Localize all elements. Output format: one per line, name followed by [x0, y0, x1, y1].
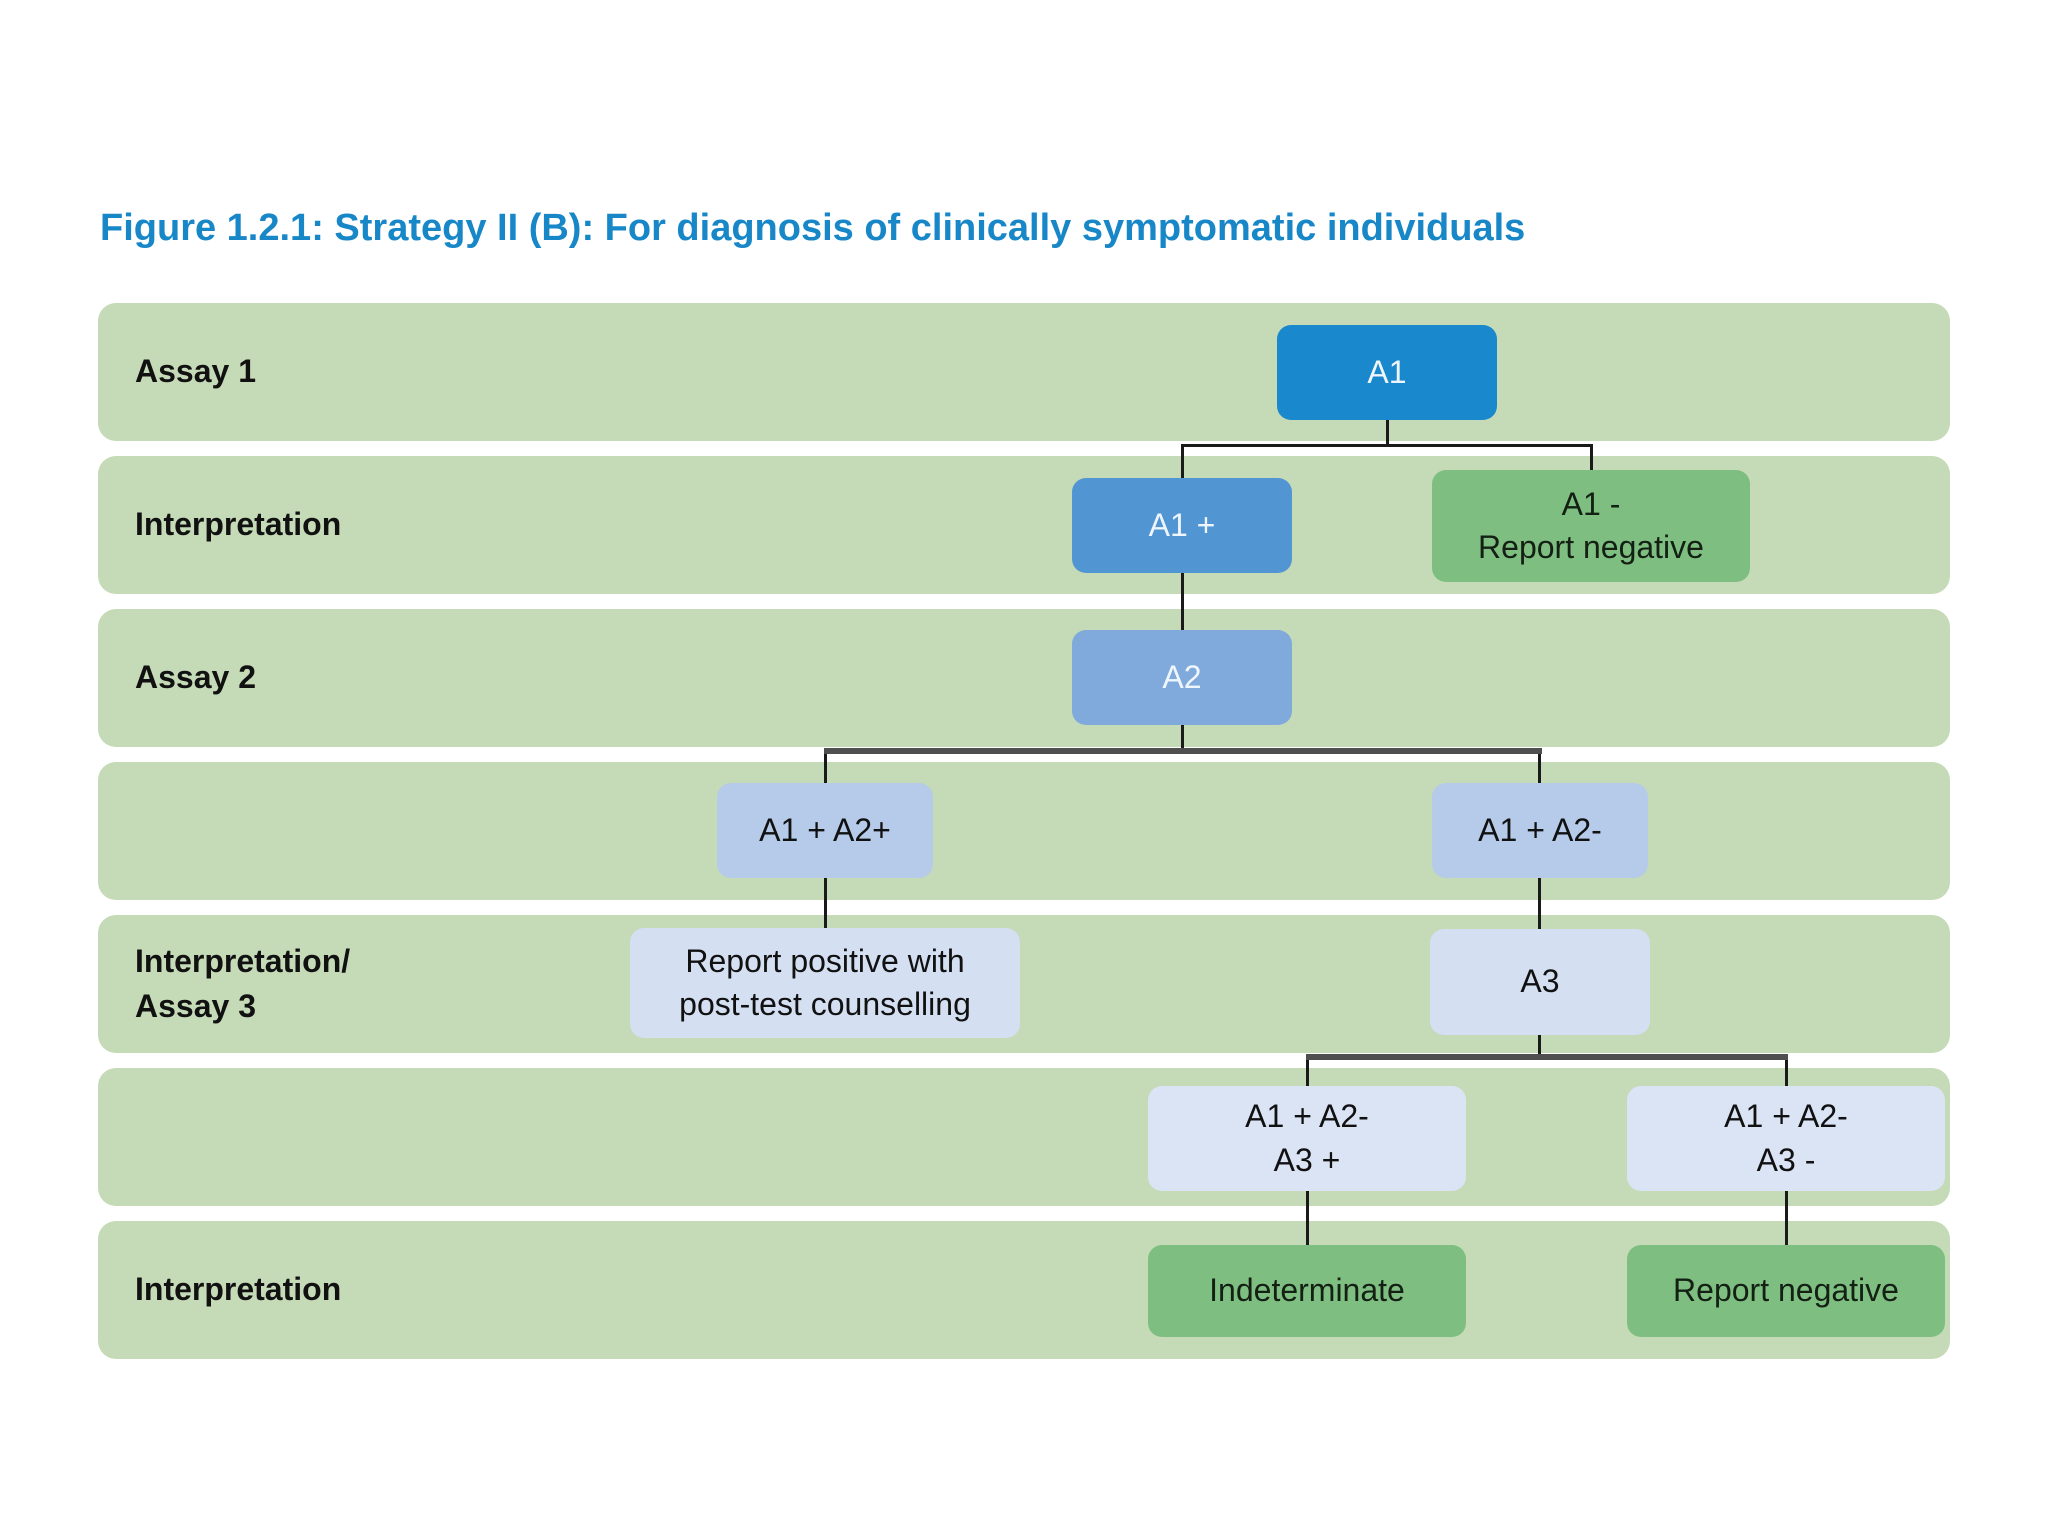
- node-a1-positive: A1 +: [1072, 478, 1292, 573]
- connector-a3-branch-bar: [1306, 1054, 1788, 1060]
- node-indeterminate: Indeterminate: [1148, 1245, 1466, 1337]
- row-label-text: Assay 2: [135, 659, 256, 696]
- connector-a2-stem: [1181, 725, 1184, 751]
- row-label-interpretation-2: Interpretation: [135, 1221, 341, 1359]
- connector-to-report-positive: [824, 878, 827, 928]
- row-label-text: Interpretation: [135, 1271, 342, 1308]
- connector-a1-branch-bar: [1181, 444, 1592, 447]
- connector-to-a1a2-pos: [824, 754, 827, 783]
- connector-to-indeterminate: [1306, 1191, 1309, 1245]
- connector-a3-stem: [1538, 1035, 1541, 1058]
- row-label-assay-1: Assay 1: [135, 303, 256, 441]
- node-a1-pos-a2-neg-label: A1 + A2-: [1478, 811, 1602, 848]
- connector-to-a3-pos: [1306, 1060, 1309, 1086]
- node-report-positive: Report positive with post-test counselli…: [630, 928, 1020, 1038]
- connector-a2-branch-bar: [824, 748, 1542, 754]
- row-label-assay-2: Assay 2: [135, 609, 256, 747]
- band-interpretation-assay-3: Interpretation/ Assay 3: [98, 915, 1950, 1053]
- node-a1a2neg-a3-neg-line2: A3 -: [1756, 1141, 1816, 1178]
- row-label-text-line1: Interpretation/: [135, 942, 351, 979]
- row-label-interpretation-assay-3: Interpretation/ Assay 3: [135, 915, 350, 1053]
- node-report-positive-line1: Report positive with: [685, 942, 965, 979]
- node-indeterminate-label: Indeterminate: [1209, 1272, 1405, 1309]
- row-label-text: Assay 1: [135, 353, 256, 390]
- node-a1-pos-a2-pos-label: A1 + A2+: [759, 811, 891, 848]
- node-a2: A2: [1072, 630, 1292, 725]
- connector-to-a1a2-neg: [1538, 754, 1541, 783]
- connector-to-a3-neg: [1785, 1060, 1788, 1086]
- node-a1: A1: [1277, 325, 1497, 420]
- node-a1-label: A1: [1367, 353, 1407, 390]
- node-a1-negative-line1: A1 -: [1561, 485, 1621, 522]
- node-a1a2neg-a3-neg-line1: A1 + A2-: [1724, 1098, 1848, 1135]
- band-assay-2: Assay 2: [98, 609, 1950, 747]
- node-a1-pos-a2-neg: A1 + A2-: [1432, 783, 1648, 878]
- node-report-positive-line2: post-test counselling: [679, 986, 971, 1022]
- row-label-text-line2: Assay 3: [135, 988, 256, 1024]
- row-label-text: Interpretation: [135, 506, 342, 543]
- connector-to-a1-pos: [1181, 444, 1184, 478]
- figure-title: Figure 1.2.1: Strategy II (B): For diagn…: [100, 207, 1526, 249]
- node-a3: A3: [1430, 929, 1650, 1035]
- band-results-assay-2: [98, 762, 1950, 900]
- node-a1a2neg-a3-neg: A1 + A2- A3 -: [1627, 1086, 1945, 1191]
- connector-a1-stem: [1386, 420, 1389, 447]
- connector-to-a3: [1538, 878, 1541, 929]
- node-report-negative: Report negative: [1627, 1245, 1945, 1337]
- band-assay-1: Assay 1: [98, 303, 1950, 441]
- connector-a1pos-to-a2: [1181, 573, 1184, 630]
- node-a1-pos-a2-pos: A1 + A2+: [717, 783, 933, 878]
- node-report-negative-label: Report negative: [1673, 1272, 1899, 1309]
- row-label-interpretation-1: Interpretation: [135, 456, 341, 594]
- node-a1-positive-label: A1 +: [1148, 506, 1216, 543]
- connector-to-report-negative: [1785, 1191, 1788, 1245]
- connector-to-a1-neg: [1590, 444, 1593, 470]
- node-a3-label: A3: [1520, 963, 1560, 1000]
- node-a2-label: A2: [1162, 658, 1202, 695]
- node-a1a2neg-a3-pos: A1 + A2- A3 +: [1148, 1086, 1466, 1191]
- node-a1-negative-line2: Report negative: [1478, 529, 1704, 565]
- node-a1a2neg-a3-pos-line1: A1 + A2-: [1245, 1098, 1369, 1135]
- node-a1a2neg-a3-pos-line2: A3 +: [1273, 1141, 1341, 1178]
- node-a1-negative-report-negative: A1 - Report negative: [1432, 470, 1750, 582]
